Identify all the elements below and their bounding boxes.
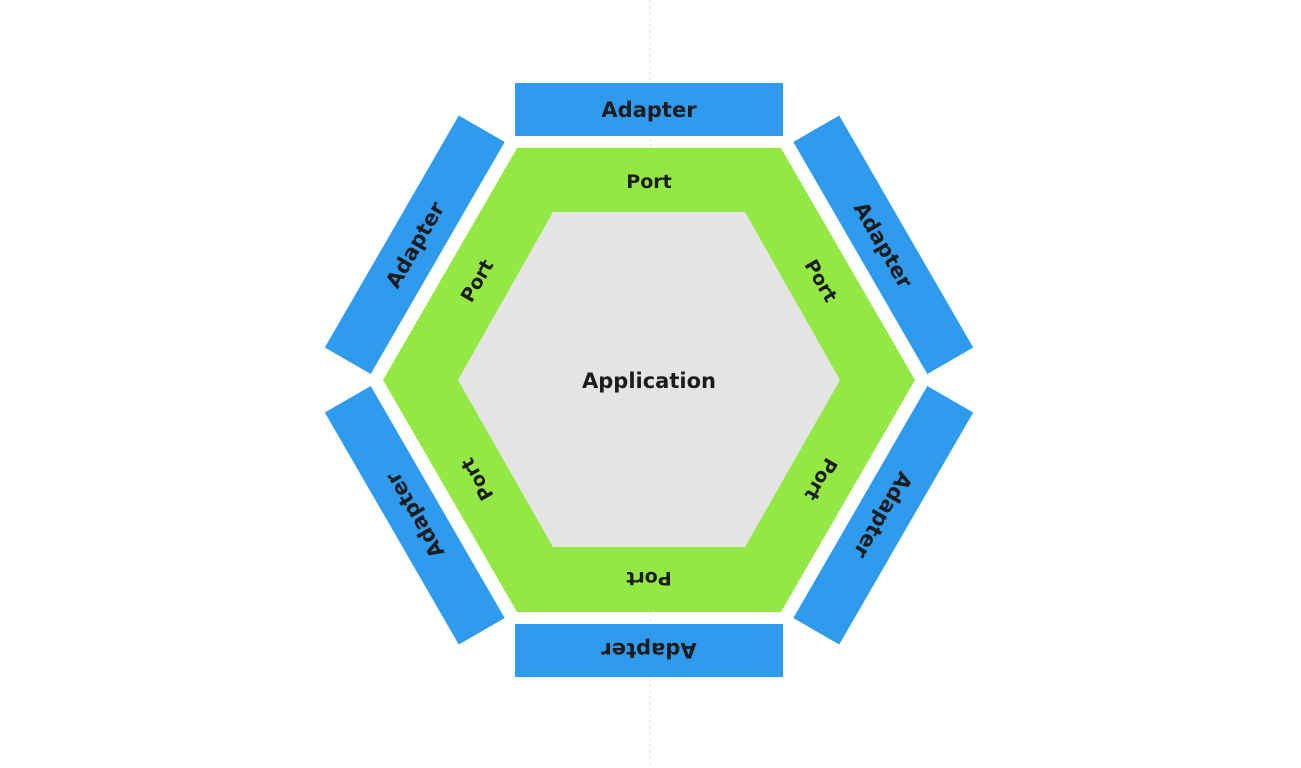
port-label: Port <box>626 171 671 193</box>
segment-3: Adapter Port <box>515 567 783 677</box>
adapter-label: Adapter <box>601 638 697 662</box>
adapter-box <box>324 115 505 375</box>
adapter-box <box>324 385 505 645</box>
adapter-box <box>793 385 974 645</box>
adapter-label: Adapter <box>601 98 697 122</box>
application-core <box>458 212 840 547</box>
adapter-box <box>515 83 783 136</box>
adapter-box <box>515 624 783 677</box>
adapter-box <box>793 115 974 375</box>
application-label: Application <box>582 369 716 393</box>
port-label: Port <box>626 567 671 589</box>
